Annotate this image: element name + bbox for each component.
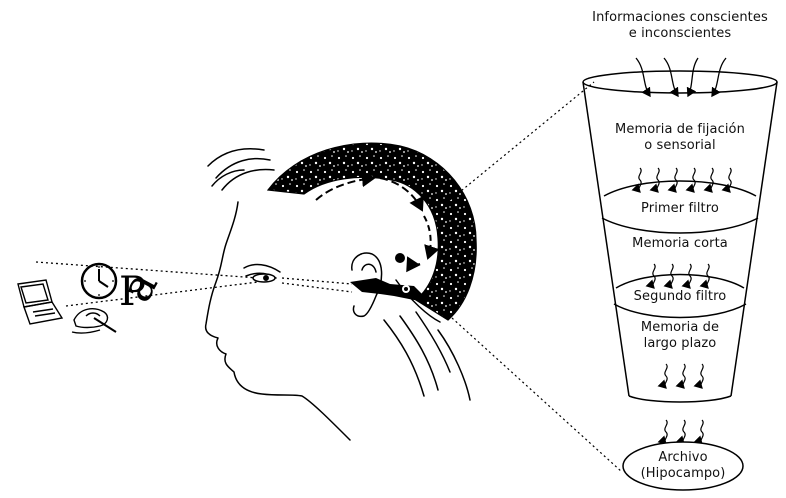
archive-line2: (Hipocampo) bbox=[641, 466, 726, 482]
funnel-bottom bbox=[629, 396, 731, 402]
long-memory-line1: Memoria de bbox=[641, 320, 719, 336]
filter2-top bbox=[616, 275, 744, 289]
clock-icon bbox=[82, 264, 116, 298]
wavy-arrows-level3 bbox=[665, 364, 703, 388]
funnel-top-rim bbox=[583, 71, 777, 93]
top-label-line1: Informaciones conscientes bbox=[592, 10, 768, 26]
writing-hand-icon bbox=[72, 309, 116, 333]
hippocampus-marker bbox=[402, 285, 410, 293]
sensorial-memory-label: Memoria de fijación o sensorial bbox=[615, 122, 745, 154]
short-memory-label: Memoria corta bbox=[632, 236, 728, 252]
wavy-arrows-level1 bbox=[639, 168, 731, 192]
filter2-bottom bbox=[614, 304, 746, 318]
brain-arc bbox=[268, 143, 476, 320]
long-memory-line2: largo plazo bbox=[641, 336, 719, 352]
top-label: Informaciones conscientes e inconsciente… bbox=[592, 10, 768, 42]
eye-to-brain-lines bbox=[282, 278, 352, 292]
laptop-icon bbox=[18, 280, 62, 324]
top-label-line2: e inconscientes bbox=[592, 26, 768, 42]
memory-flow-arrows bbox=[316, 178, 431, 265]
filter2-label: Segundo filtro bbox=[634, 289, 727, 305]
hippocampus-band bbox=[350, 278, 428, 300]
archive-label: Archivo (Hipocampo) bbox=[641, 450, 726, 482]
filter1-label: Primer filtro bbox=[641, 201, 719, 217]
filter1-bottom bbox=[602, 218, 758, 233]
sensorial-line2: o sensorial bbox=[615, 138, 745, 154]
filter1-top bbox=[604, 181, 756, 196]
archive-line1: Archivo bbox=[641, 450, 726, 466]
long-memory-label: Memoria de largo plazo bbox=[641, 320, 719, 352]
wavy-arrows-archive bbox=[665, 420, 703, 444]
memory-node bbox=[395, 253, 405, 263]
connector-lines bbox=[450, 82, 622, 472]
inflow-arrows bbox=[636, 58, 726, 96]
sensorial-line1: Memoria de fijación bbox=[615, 122, 745, 138]
